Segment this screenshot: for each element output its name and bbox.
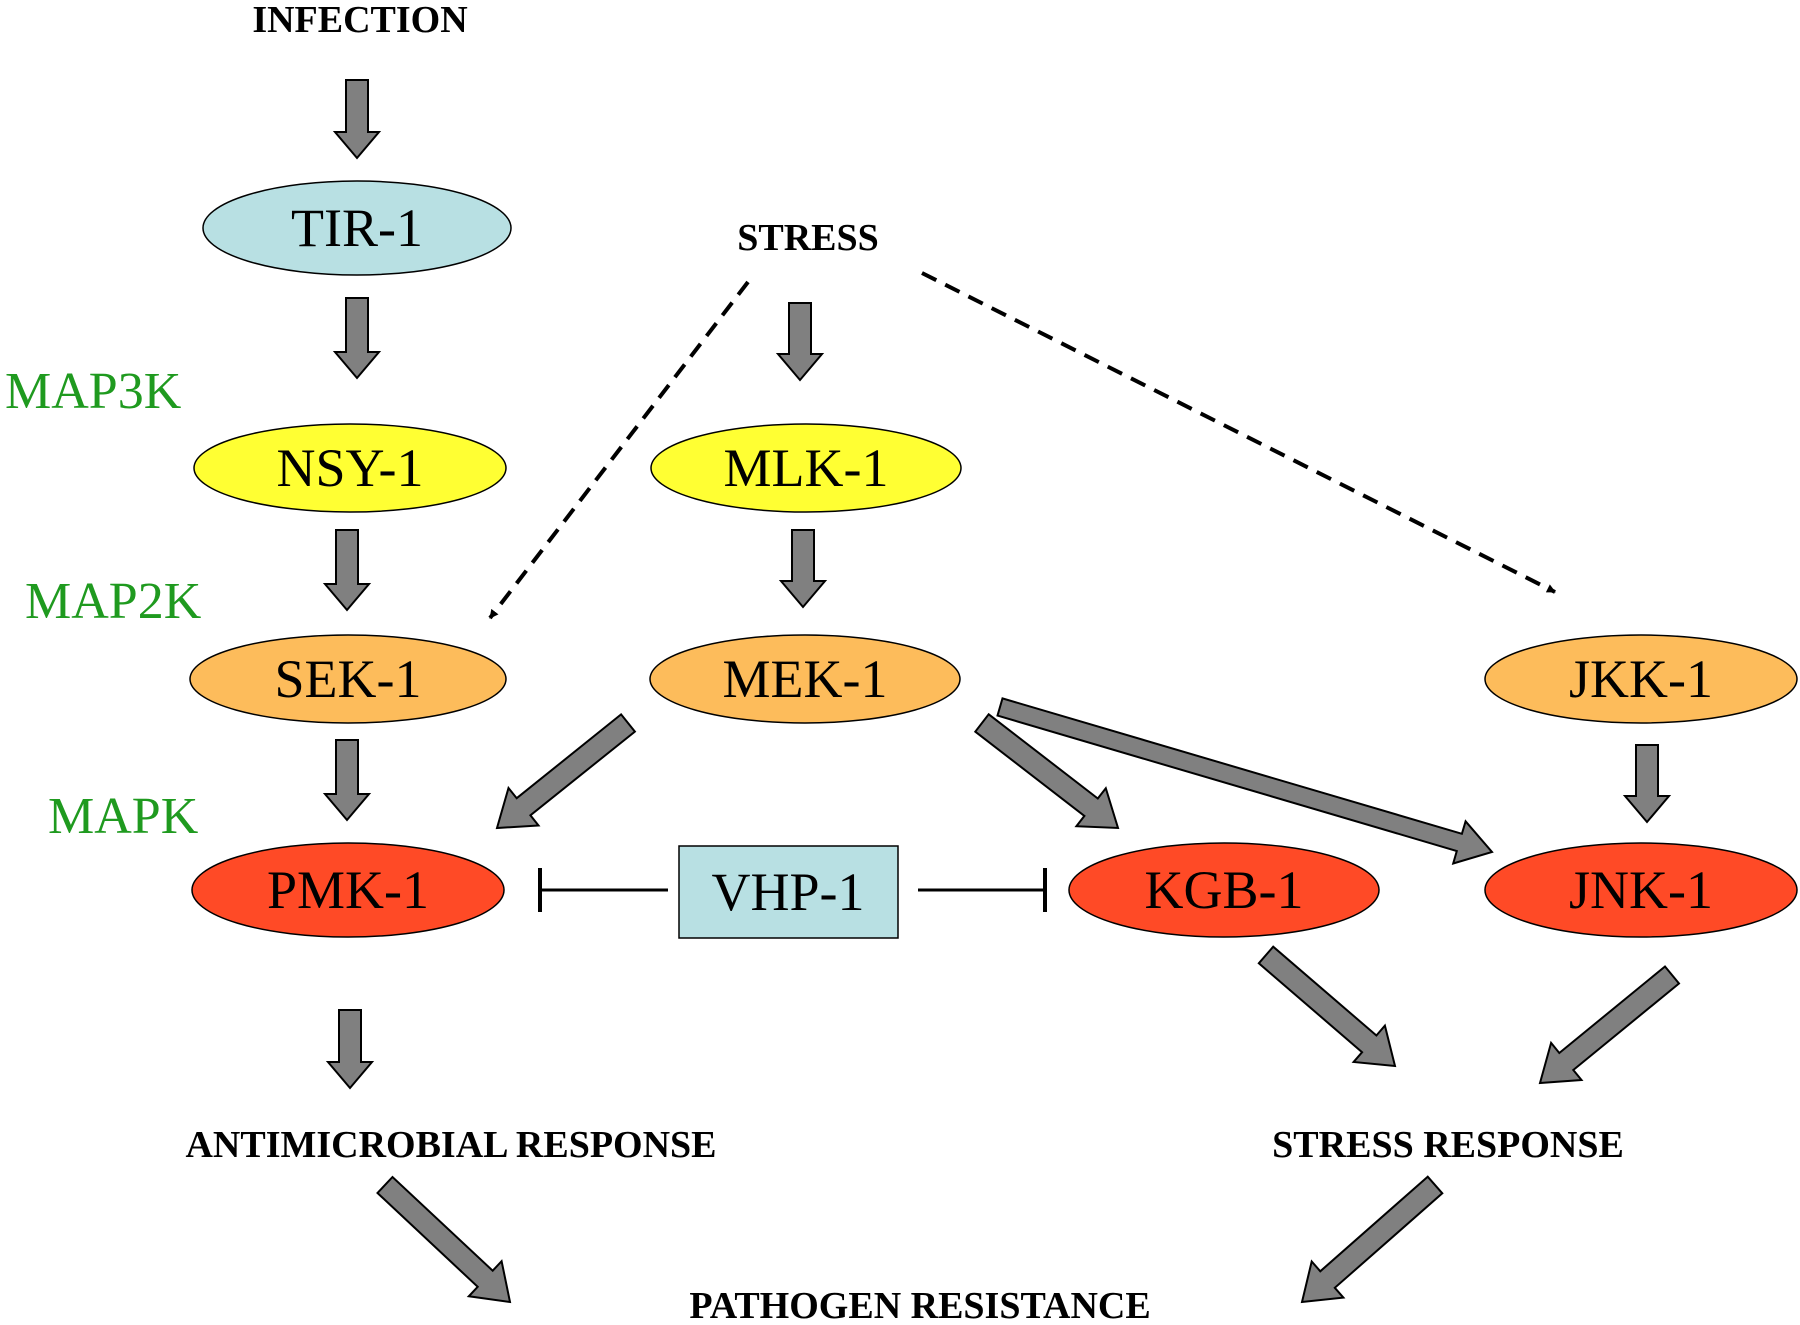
node-nsy1-label: NSY-1 [276, 438, 423, 498]
infection-to-tir1-arrow [332, 79, 382, 160]
mek1-to-kgb1-arrow [973, 712, 1120, 830]
stress-to-jkk1-dashed-arrow [921, 271, 1556, 594]
stress-to-mlk1-arrow [775, 302, 825, 382]
antimicrobial-to-pathogen-arrow [376, 1175, 512, 1304]
node-jnk1-label: JNK-1 [1569, 860, 1713, 920]
node-mek1: MEK-1 [649, 634, 961, 724]
node-vhp1: VHP-1 [678, 845, 899, 939]
nsy1-to-sek1-arrow [322, 529, 372, 612]
node-kgb1: KGB-1 [1068, 842, 1380, 938]
mapk-level-label: MAPK [48, 788, 199, 845]
vhp1-inhibits-pmk1 [538, 868, 668, 912]
node-sek1: SEK-1 [189, 634, 507, 724]
pmk1-to-antimicrobial-arrow [325, 1009, 375, 1090]
node-pmk1-label: PMK-1 [267, 860, 429, 920]
stress-to-sek1-dashed-arrow [488, 280, 750, 620]
node-mek1-label: MEK-1 [723, 649, 888, 709]
node-mlk1-label: MLK-1 [724, 438, 889, 498]
activation-arrows [322, 79, 1681, 1304]
infection-label: INFECTION [252, 0, 467, 41]
node-pmk1: PMK-1 [191, 842, 505, 938]
node-nsy1: NSY-1 [193, 423, 507, 513]
pathogen-resistance-label: PATHOGEN RESISTANCE [689, 1285, 1150, 1325]
node-jnk1: JNK-1 [1484, 842, 1798, 938]
stress-response-to-pathogen-arrow [1300, 1175, 1444, 1304]
node-tir1-label: TIR-1 [291, 198, 423, 258]
stress-response-label: STRESS RESPONSE [1272, 1124, 1624, 1166]
mlk1-to-mek1-arrow [778, 529, 828, 609]
node-jkk1-label: JKK-1 [1569, 649, 1713, 709]
node-vhp1-label: VHP-1 [711, 862, 864, 922]
sek1-to-pmk1-arrow [322, 739, 372, 822]
node-mlk1: MLK-1 [650, 423, 962, 513]
mek1-to-pmk1-arrow [495, 712, 637, 830]
node-jkk1: JKK-1 [1484, 634, 1798, 724]
node-sek1-label: SEK-1 [275, 649, 422, 709]
tir1-to-nsy1-arrow [332, 297, 382, 380]
antimicrobial-response-label: ANTIMICROBIAL RESPONSE [185, 1124, 716, 1166]
mek1-to-jnk1-arrow [996, 697, 1494, 865]
kgb1-to-stress-response-arrow [1257, 945, 1397, 1068]
jnk1-to-stress-response-arrow [1538, 965, 1681, 1085]
map3k-level-label: MAP3K [5, 363, 182, 420]
node-tir1: TIR-1 [202, 180, 512, 276]
node-kgb1-label: KGB-1 [1145, 860, 1304, 920]
stress-label: STRESS [737, 217, 879, 259]
vhp1-inhibits-kgb1 [918, 868, 1047, 912]
map2k-level-label: MAP2K [25, 573, 202, 630]
jkk1-to-jnk1-arrow [1622, 744, 1672, 824]
